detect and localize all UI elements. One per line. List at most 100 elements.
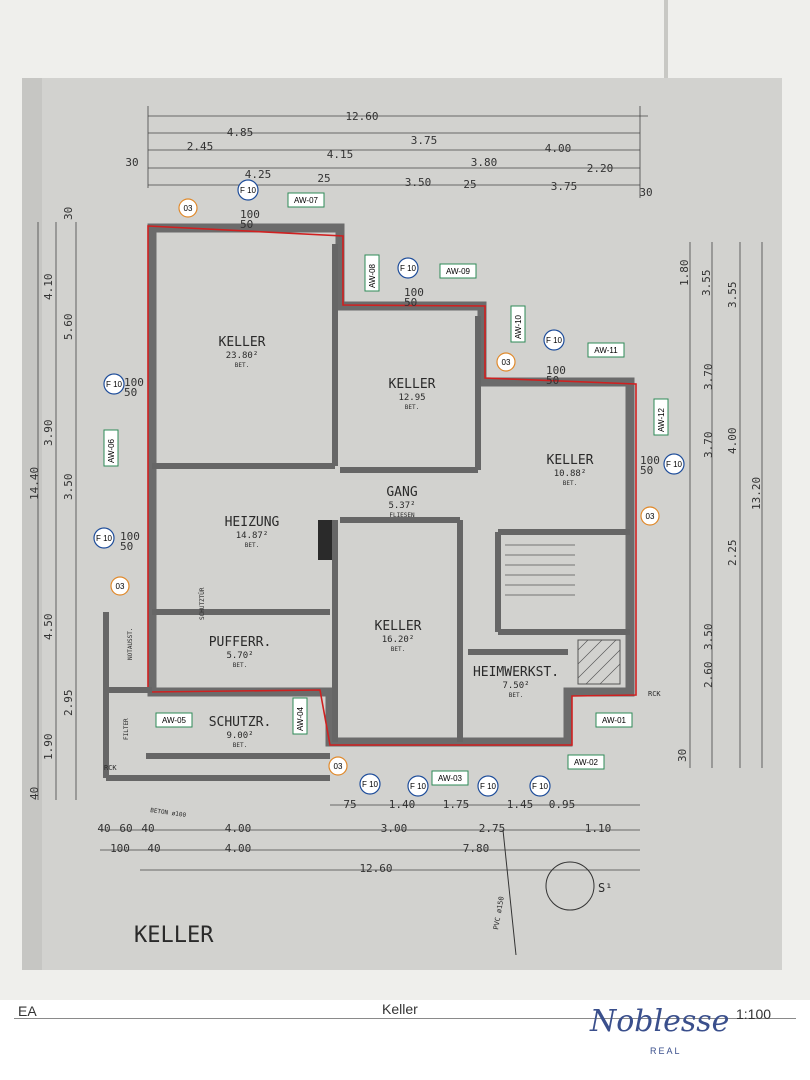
window-height: 50 <box>404 296 417 309</box>
dim-bottom-row2: 40 <box>141 822 154 835</box>
window-label: F 10 <box>410 782 427 791</box>
dim-top-row3: 4.15 <box>327 148 354 161</box>
marker-circle <box>496 352 516 372</box>
wall-tag: AW-01 <box>595 712 633 728</box>
dim-right: 3.70 <box>702 432 715 459</box>
marker-circle <box>110 576 130 596</box>
dim-top-row2: 3.75 <box>411 134 438 147</box>
window-marker: F 10 <box>237 179 259 201</box>
wall-tag-box <box>155 712 193 728</box>
interior-walls <box>103 244 630 781</box>
window-label: F 10 <box>106 380 123 389</box>
dim-bottom-total: 12.60 <box>359 862 392 875</box>
room-area: 16.20² <box>382 635 415 645</box>
wall-tag: AW-06 <box>103 429 119 467</box>
window-circle <box>543 329 565 351</box>
wall-tag: AW-03 <box>431 770 469 786</box>
wall-tag-label: AW-07 <box>294 196 319 205</box>
wall-tag: AW-04 <box>292 697 308 735</box>
window-label: F 10 <box>240 186 257 195</box>
window-height: 50 <box>120 540 133 553</box>
wall-tag-label: AW-11 <box>594 346 618 355</box>
room-floor: BET. <box>405 404 419 411</box>
dim-bottom-row1: 1.45 <box>507 798 534 811</box>
wall-type-marker: 03 <box>328 756 348 776</box>
label-rck-left: RCK <box>104 764 117 772</box>
dim-bottom-row3: 40 <box>147 842 160 855</box>
marker-number: 03 <box>116 582 125 591</box>
window-circle <box>663 453 685 475</box>
dim-left: 3.90 <box>42 420 55 447</box>
wall-tag-label: AW-01 <box>602 716 627 725</box>
dim-top-row4: 3.75 <box>551 180 578 193</box>
chimney <box>318 520 332 560</box>
window-label: F 10 <box>532 782 549 791</box>
dim-top-row3: 3.80 <box>471 156 498 169</box>
window-marker: F 10 <box>397 257 419 279</box>
window-height: 50 <box>640 464 653 477</box>
wall-tag: AW-05 <box>155 712 193 728</box>
wall-tag-box <box>653 398 669 436</box>
room-area: 12.95 <box>398 393 425 403</box>
label-schutztur: SCHUTZTÜR <box>199 587 206 620</box>
wall-tag-box <box>595 712 633 728</box>
building-outline <box>147 225 637 746</box>
room-name: KELLER <box>219 335 266 350</box>
room-name: KELLER <box>389 377 436 392</box>
wall-type-marker: 03 <box>640 506 660 526</box>
bottom-dimension-lines <box>100 804 640 871</box>
wall-tag-box <box>292 697 308 735</box>
wall-tag: AW-10 <box>510 305 526 343</box>
dim-top-row4: 30 <box>639 186 652 199</box>
room-area: 14.87² <box>236 531 269 541</box>
window-marker: F 10 <box>529 775 551 797</box>
dim-bottom-row1: 0.95 <box>549 798 576 811</box>
dim-left: 3.50 <box>62 474 75 501</box>
marker-number: 03 <box>184 204 193 213</box>
dim-left: 30 <box>62 207 75 220</box>
wall-tag: AW-08 <box>364 254 380 292</box>
footer-scale: 1:100 <box>736 1006 772 1022</box>
window-circle <box>529 775 551 797</box>
wall-tag-box <box>439 263 477 279</box>
dim-right: 2.60 <box>702 662 715 689</box>
wall-type-marker: 03 <box>110 576 130 596</box>
dim-right: 4.00 <box>726 428 739 455</box>
window-marker: F 10 <box>407 775 429 797</box>
room-area: 10.88² <box>554 469 587 479</box>
room-area: 7.50² <box>502 681 529 691</box>
wall-tag-label: AW-06 <box>107 438 116 463</box>
window-circle <box>407 775 429 797</box>
window-circle <box>359 773 381 795</box>
marker-number: 03 <box>502 358 511 367</box>
dim-top-row2: 4.00 <box>545 142 572 155</box>
window-width: 100 <box>120 530 140 543</box>
binder-fold <box>664 0 668 100</box>
wall-tag-label: AW-12 <box>657 407 666 432</box>
window-marker: F 10 <box>103 373 125 395</box>
marker-circle <box>178 198 198 218</box>
dim-right: 30 <box>676 749 689 762</box>
dim-bottom-row1: 1.75 <box>443 798 470 811</box>
sheet-shadow <box>22 78 42 970</box>
floor-plan-drawing: KELLER23.80²BET.KELLER12.95BET.KELLER10.… <box>28 106 763 956</box>
wall-tag: AW-12 <box>653 398 669 436</box>
room-area: 23.80² <box>226 351 259 361</box>
dim-right: 1.80 <box>678 260 691 287</box>
label-pvc: PVC ø150 <box>492 896 506 931</box>
window-label: F 10 <box>480 782 497 791</box>
dim-top-row4: 25 <box>463 178 476 191</box>
footer <box>0 1000 810 1080</box>
dim-bottom-row2: 1.10 <box>585 822 612 835</box>
wall-tag-label: AW-09 <box>446 267 471 276</box>
label-north: S¹ <box>598 881 612 895</box>
dim-right: 3.55 <box>700 270 713 297</box>
plan-text-layer: KELLER23.80²BET.KELLER12.95BET.KELLER10.… <box>28 110 763 948</box>
window-width: 100 <box>404 286 424 299</box>
dim-top-total: 12.60 <box>345 110 378 123</box>
wall-tag-box <box>431 770 469 786</box>
dim-right: 2.25 <box>726 540 739 567</box>
window-width: 100 <box>124 376 144 389</box>
window-width: 100 <box>546 364 566 377</box>
